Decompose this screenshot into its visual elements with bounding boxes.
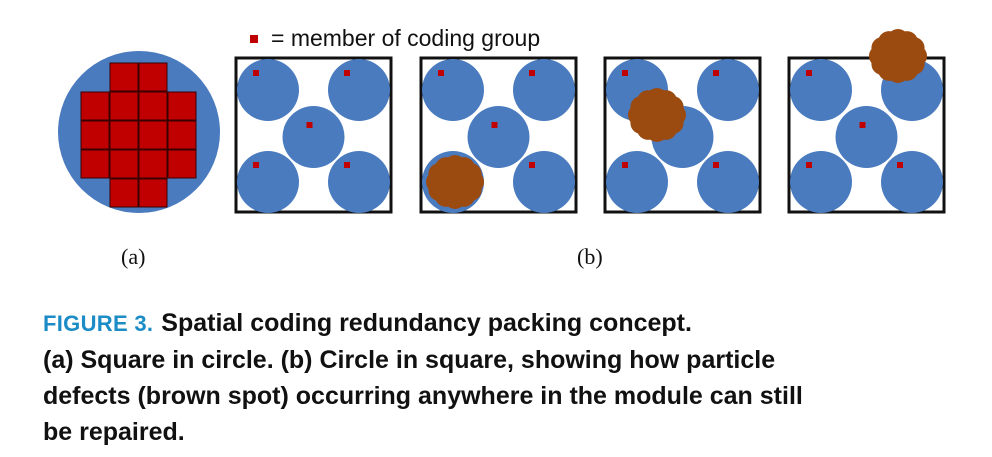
coding-group-marker [622, 162, 628, 168]
coding-circle [422, 59, 484, 121]
defect-bump [459, 163, 482, 185]
coding-circle [790, 151, 852, 213]
caption-line-4: be repaired. [43, 418, 185, 446]
caption-figure-number: FIGURE 3. [43, 311, 154, 336]
coding-square [80, 91, 110, 121]
coding-square [109, 62, 139, 92]
coding-circle [790, 59, 852, 121]
defect-spot [869, 29, 927, 83]
defect-bump [661, 96, 684, 118]
coding-square [167, 120, 197, 150]
coding-square [109, 149, 139, 179]
coding-group-marker [253, 162, 259, 168]
coding-group-marker [491, 122, 498, 128]
legend-label: = member of coding group [271, 25, 541, 51]
coding-square [138, 62, 168, 92]
panel-b-modules [234, 29, 946, 214]
coding-square [138, 120, 168, 150]
module-1 [234, 56, 393, 214]
caption-line-1: FIGURE 3. Spatial coding redundancy packi… [43, 305, 983, 342]
coding-circle [881, 151, 943, 213]
panel-a-square-in-circle [58, 51, 220, 213]
defect-bump [902, 37, 925, 59]
coding-group-marker [344, 70, 350, 76]
figure-caption: FIGURE 3. Spatial coding redundancy packi… [43, 305, 983, 450]
coding-circle [697, 59, 759, 121]
coding-square [80, 149, 110, 179]
coding-circle [328, 59, 390, 121]
coding-circle [697, 151, 759, 213]
defect-spot [426, 155, 484, 209]
defect-spot [628, 88, 686, 142]
coding-circle [282, 106, 345, 168]
figure-diagram [58, 29, 946, 214]
coding-group-marker [529, 162, 535, 168]
coding-group-marker [438, 70, 444, 76]
caption-line-2: (a) Square in circle. (b) Circle in squa… [43, 346, 776, 374]
panel-a-square-grid [80, 62, 197, 208]
coding-circle [606, 151, 668, 213]
panel-a-label: (a) [121, 244, 146, 269]
caption-title: Spatial coding redundancy packing concep… [161, 309, 692, 337]
coding-square [138, 91, 168, 121]
coding-group-marker [806, 162, 812, 168]
module-3 [603, 56, 762, 214]
panel-b-label: (b) [577, 244, 603, 269]
coding-group-marker [897, 162, 903, 168]
coding-square [138, 149, 168, 179]
coding-group-marker [713, 70, 719, 76]
coding-circle [237, 151, 299, 213]
coding-square [80, 120, 110, 150]
coding-circle [835, 106, 898, 168]
coding-group-marker [344, 162, 350, 168]
coding-circle [467, 106, 530, 168]
caption-line-3: defects (brown spot) occurring anywhere … [43, 382, 803, 410]
coding-group-marker [253, 70, 259, 76]
coding-square [109, 91, 139, 121]
coding-square [138, 178, 168, 208]
coding-circle [328, 151, 390, 213]
coding-square [167, 149, 197, 179]
coding-group-marker [806, 70, 812, 76]
coding-group-marker [859, 122, 866, 128]
legend-marker [250, 35, 258, 43]
coding-group-marker [622, 70, 628, 76]
module-4 [787, 29, 946, 214]
coding-square [109, 120, 139, 150]
module-2 [419, 56, 578, 214]
coding-circle [513, 151, 575, 213]
coding-circle [513, 59, 575, 121]
coding-square [167, 91, 197, 121]
coding-square [109, 178, 139, 208]
coding-circle [237, 59, 299, 121]
coding-group-marker [529, 70, 535, 76]
coding-group-marker [306, 122, 313, 128]
coding-group-marker [713, 162, 719, 168]
